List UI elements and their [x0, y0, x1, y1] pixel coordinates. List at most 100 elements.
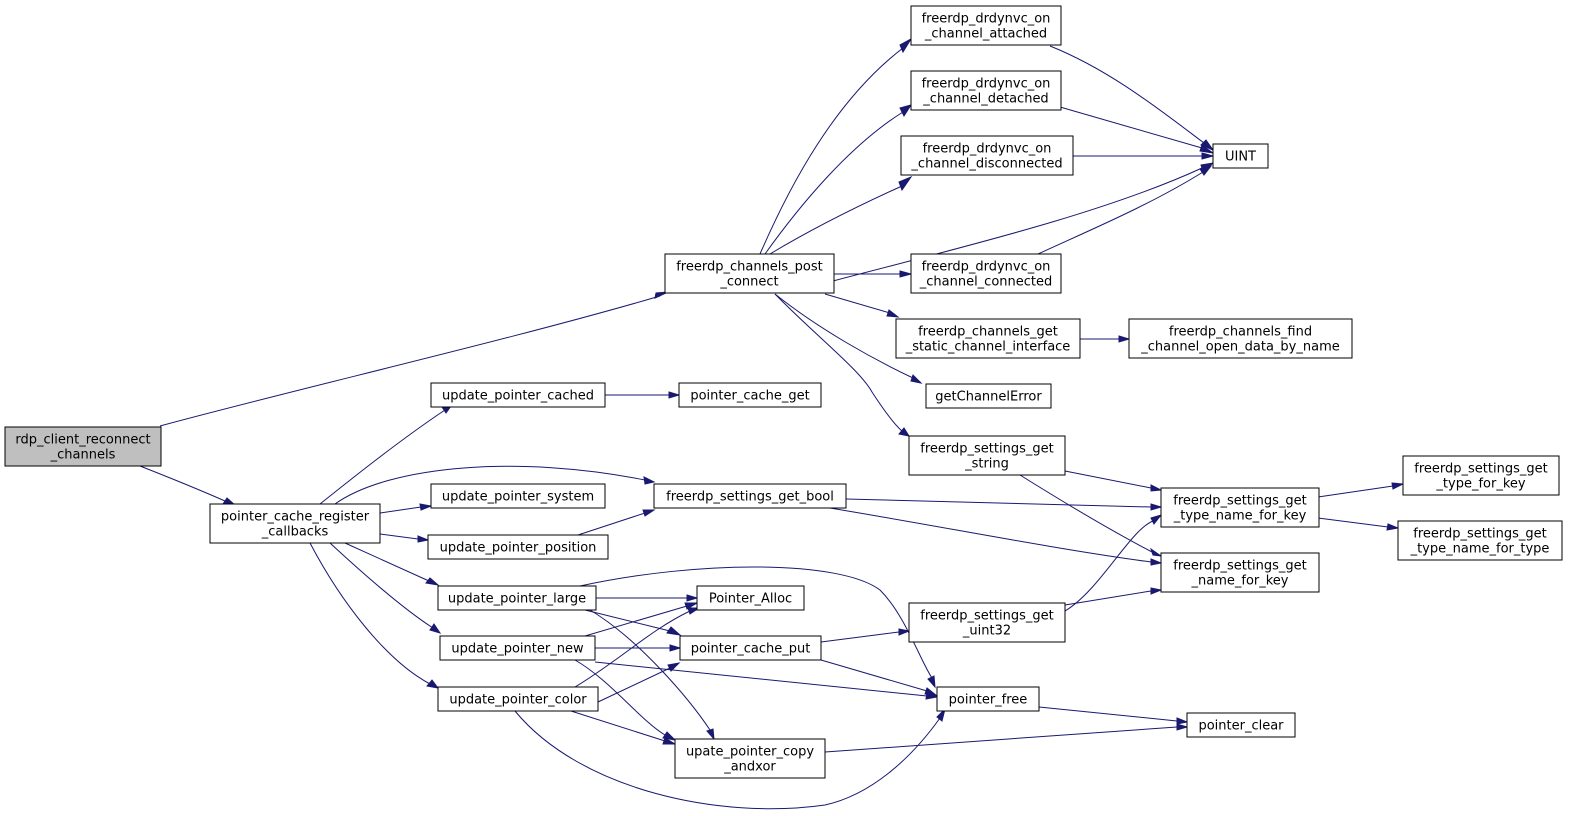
node-label-line: _channel_connected — [919, 275, 1053, 290]
node-upate-pointer-copy-andxor[interactable]: upate_pointer_copy_andxor — [674, 738, 826, 779]
node-freerdp-settings-get-type-for-key[interactable]: freerdp_settings_get_type_for_key — [1402, 455, 1560, 496]
node-box — [910, 253, 1062, 294]
node-label-line: _uint32 — [962, 624, 1011, 639]
node-label-line: freerdp_settings_get — [1413, 527, 1546, 542]
node-label-line: freerdp_channels_get — [918, 325, 1058, 340]
node-pointer-cache-put[interactable]: pointer_cache_put — [679, 635, 822, 661]
node-label-line: update_pointer_system — [442, 490, 594, 505]
node-freerdp-drdynvc-on-channel-attached[interactable]: freerdp_drdynvc_on_channel_attached — [910, 5, 1062, 46]
node-freerdp-drdynvc-on-channel-connected[interactable]: freerdp_drdynvc_on_channel_connected — [910, 253, 1062, 294]
node-label-line: update_pointer_large — [448, 592, 586, 607]
node-update-pointer-system[interactable]: update_pointer_system — [430, 483, 606, 509]
edge-line — [759, 47, 904, 255]
edge-arrowhead — [669, 644, 682, 652]
call-edge — [1049, 45, 1215, 152]
call-edge — [379, 533, 430, 543]
edge-arrowhead — [1150, 484, 1163, 492]
node-freerdp-channels-post-connect[interactable]: freerdp_channels_post_connect — [664, 253, 835, 294]
call-edge — [1059, 106, 1214, 154]
edge-line — [514, 710, 941, 810]
edge-line — [379, 506, 422, 514]
node-label-line: upate_pointer_copy — [686, 745, 814, 760]
node-box — [900, 135, 1074, 176]
node-freerdp-channels-get-static-channel-interface[interactable]: freerdp_channels_get_static_channel_inte… — [895, 318, 1081, 359]
node-pointer-cache-get[interactable]: pointer_cache_get — [678, 382, 822, 408]
edge-line — [820, 631, 900, 643]
node-label-line: _andxor — [723, 760, 776, 775]
node-Pointer-Alloc[interactable]: Pointer_Alloc — [696, 585, 805, 611]
edge-arrowhead — [425, 577, 440, 586]
node-label-line: pointer_cache_put — [691, 642, 811, 657]
edge-line — [329, 542, 434, 629]
node-freerdp-channels-find-channel-open-data-by-name[interactable]: freerdp_channels_find_channel_open_data_… — [1128, 318, 1353, 359]
node-update-pointer-large[interactable]: update_pointer_large — [437, 585, 597, 611]
edge-arrowhead — [898, 175, 913, 192]
node-label-line: freerdp_settings_get — [1173, 559, 1306, 574]
call-edge — [824, 293, 900, 318]
node-label-line: _connect — [719, 275, 778, 290]
node-box — [4, 426, 162, 467]
node-freerdp-settings-get-string[interactable]: freerdp_settings_get_string — [908, 435, 1066, 476]
edge-arrowhead — [899, 270, 913, 278]
edge-arrowhead — [910, 374, 923, 384]
edge-arrowhead — [668, 391, 681, 399]
edge-arrowhead — [1150, 587, 1163, 595]
edge-arrowhead — [1176, 717, 1189, 725]
edge-line — [1038, 706, 1178, 722]
node-freerdp-settings-get-uint32[interactable]: freerdp_settings_get_uint32 — [908, 602, 1066, 643]
node-box — [696, 585, 805, 611]
node-label-line: _type_name_for_type — [1410, 542, 1550, 557]
call-edge — [570, 710, 677, 745]
node-freerdp-settings-get-name-for-key[interactable]: freerdp_settings_get_name_for_key — [1160, 552, 1320, 593]
call-edge — [1073, 152, 1215, 160]
edge-arrowhead — [1150, 514, 1163, 525]
node-rdp-client-reconnect-channels[interactable]: rdp_client_reconnect_channels — [4, 426, 162, 467]
edge-line — [774, 293, 914, 379]
edge-line — [1059, 106, 1203, 149]
node-box — [1128, 318, 1353, 359]
node-label-line: freerdp_settings_get — [920, 442, 1053, 457]
node-UINT[interactable]: UINT — [1212, 143, 1269, 169]
edge-arrowhead — [927, 675, 936, 689]
node-update-pointer-position[interactable]: update_pointer_position — [427, 534, 609, 560]
node-update-pointer-color[interactable]: update_pointer_color — [437, 686, 599, 712]
call-edge — [764, 104, 913, 255]
node-box — [430, 483, 606, 509]
edge-arrowhead — [429, 623, 442, 634]
node-label-line: _channels — [50, 448, 116, 463]
call-edge — [845, 498, 1163, 511]
call-edge — [1019, 474, 1162, 557]
node-freerdp-settings-get-type-name-for-type[interactable]: freerdp_settings_get_type_name_for_type — [1397, 520, 1563, 561]
call-edge — [329, 542, 442, 634]
edge-arrowhead — [898, 427, 911, 437]
node-update-pointer-cached[interactable]: update_pointer_cached — [430, 382, 606, 408]
node-box — [209, 503, 381, 544]
edge-arrowhead — [1201, 152, 1215, 160]
edge-arrowhead — [426, 679, 440, 689]
call-edge — [379, 503, 433, 514]
node-box — [674, 738, 826, 779]
call-edge — [1080, 335, 1131, 343]
node-freerdp-drdynvc-on-channel-disconnected[interactable]: freerdp_drdynvc_on_channel_disconnected — [900, 135, 1074, 176]
node-pointer-free[interactable]: pointer_free — [936, 686, 1040, 712]
edge-arrowhead — [419, 503, 433, 511]
edge-arrowhead — [1150, 547, 1162, 557]
edge-line — [1317, 485, 1394, 498]
node-label-line: freerdp_drdynvc_on — [922, 12, 1051, 27]
node-pointer-clear[interactable]: pointer_clear — [1186, 712, 1296, 738]
edge-line — [319, 409, 446, 505]
node-freerdp-settings-get-bool[interactable]: freerdp_settings_get_bool — [653, 483, 847, 509]
node-getChannelError[interactable]: getChannelError — [925, 383, 1052, 409]
node-label-line: freerdp_drdynvc_on — [922, 77, 1051, 92]
edge-arrowhead — [899, 104, 913, 118]
edge-line — [584, 609, 671, 632]
call-edge — [1064, 470, 1163, 492]
node-box — [908, 435, 1066, 476]
node-pointer-cache-register-callbacks[interactable]: pointer_cache_register_callbacks — [209, 503, 381, 544]
node-freerdp-settings-get-type-name-for-key[interactable]: freerdp_settings_get_type_name_for_key — [1160, 487, 1320, 528]
call-edge — [139, 465, 238, 507]
node-box — [437, 585, 597, 611]
node-freerdp-drdynvc-on-channel-detached[interactable]: freerdp_drdynvc_on_channel_detached — [910, 70, 1062, 111]
call-edge — [769, 175, 913, 255]
node-update-pointer-new[interactable]: update_pointer_new — [439, 635, 596, 661]
